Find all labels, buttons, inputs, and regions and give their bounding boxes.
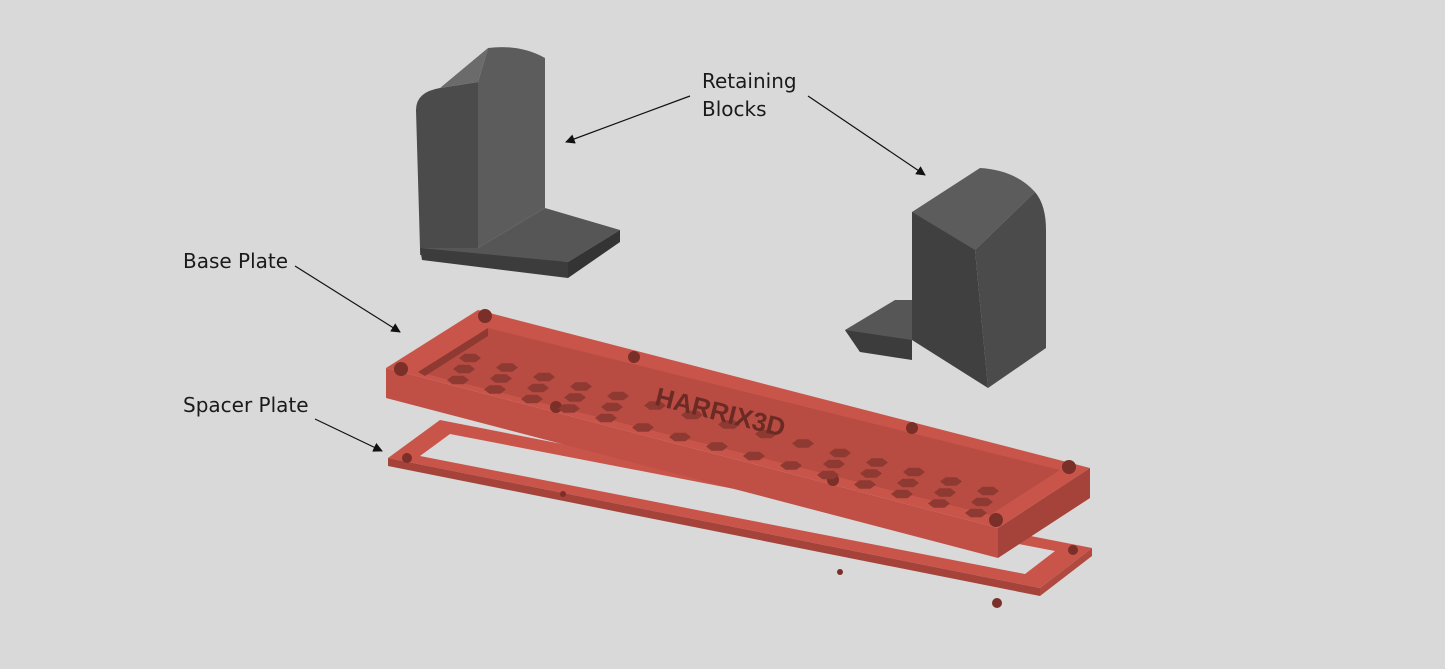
spacer-hole — [1068, 545, 1078, 555]
hex-cell — [601, 402, 623, 412]
base-plate-hole — [628, 351, 640, 363]
hex-cell-grid — [447, 353, 999, 518]
hex-cell — [897, 478, 919, 488]
hex-cell — [817, 470, 839, 480]
spacer-hole — [837, 569, 843, 575]
base-plate-hole — [394, 362, 408, 376]
callout-arrows — [294, 95, 926, 452]
spacer-hole — [992, 598, 1002, 608]
hex-cell — [891, 489, 913, 499]
hex-cell — [903, 467, 925, 477]
hex-cell — [854, 480, 876, 489]
hex-cell — [940, 477, 962, 486]
hex-cell — [632, 423, 654, 432]
retaining-blocks-label: Retaining Blocks — [702, 67, 797, 123]
hex-cell — [527, 383, 549, 393]
hex-cell — [644, 401, 666, 410]
hex-cell — [792, 439, 814, 448]
base-plate-label: Base Plate — [183, 249, 289, 273]
arrow-to-right-block — [807, 95, 926, 176]
hex-cell — [453, 364, 475, 374]
hex-cell — [521, 394, 543, 404]
hex-cell — [496, 363, 518, 372]
hex-cell — [780, 461, 802, 470]
retaining-blocks-label-line1: Retaining — [702, 69, 797, 93]
hex-cell — [558, 404, 580, 413]
hex-cell — [564, 393, 586, 402]
hex-cell — [977, 486, 999, 496]
hex-cell — [533, 372, 555, 382]
hex-cell — [570, 382, 592, 391]
hex-cell — [669, 432, 691, 442]
hex-cell — [490, 374, 512, 383]
hex-cell — [607, 391, 629, 401]
hex-cell — [965, 508, 987, 518]
hex-cell — [459, 353, 481, 363]
hex-cell — [718, 420, 740, 429]
hex-cell — [484, 385, 506, 394]
spacer-plate-label: Spacer Plate — [183, 393, 309, 417]
spacer-hole — [560, 491, 566, 497]
base-plate: HARRIX3D — [386, 309, 1090, 558]
hex-cell — [866, 458, 888, 467]
hex-cell — [743, 451, 765, 461]
retaining-block-right — [845, 168, 1046, 388]
spacer-hole — [402, 453, 412, 463]
base-plate-hole — [906, 422, 918, 434]
hex-cell — [681, 410, 703, 420]
hex-cell — [706, 442, 728, 451]
retaining-block-left — [416, 47, 620, 278]
base-plate-hole — [478, 309, 492, 323]
base-plate-hole — [550, 401, 562, 413]
hex-cell — [595, 413, 617, 423]
retaining-blocks-label-line2: Blocks — [702, 97, 767, 121]
arrow-to-spacer-plate — [314, 418, 383, 452]
base-plate-hole — [989, 513, 1003, 527]
hex-cell — [928, 499, 950, 508]
spacer-plate — [388, 420, 1092, 608]
arrow-to-base-plate — [294, 265, 401, 333]
base-plate-hole — [1062, 460, 1076, 474]
hex-cell — [934, 488, 956, 497]
hex-cell — [971, 497, 993, 507]
arrow-to-left-block — [565, 95, 691, 144]
hex-cell — [755, 429, 777, 439]
hex-cell — [860, 469, 882, 478]
hex-cell — [829, 448, 851, 458]
hex-cell — [823, 459, 845, 469]
hex-cell — [447, 375, 469, 385]
